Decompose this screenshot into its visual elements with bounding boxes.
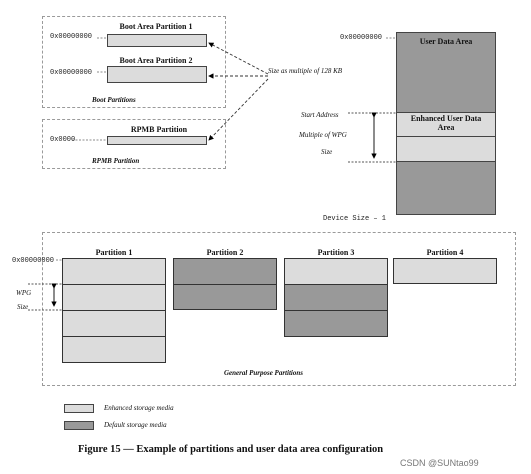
legend-default-swatch [64,421,94,430]
partition-4-label: Partition 4 [426,248,464,257]
partition-3-unit-1 [284,258,388,285]
user-data-area-label: User Data Area [419,37,473,46]
gp-start-address: 0x00000000 [12,257,55,265]
size-note-arrows [208,42,269,141]
general-purpose-partitions-group [42,232,516,386]
partition-1-block [62,258,166,363]
boot-area-partition-2-block [107,66,207,83]
rpmb-partition-group [42,119,226,169]
gp-size-label: Size [17,303,29,311]
boot-partition-1-address: 0x00000000 [50,33,93,41]
legend-enhanced-swatch [64,404,94,413]
general-purpose-partitions-caption: General Purpose Partitions [224,369,303,377]
figure-caption: Figure 15 — Example of partitions and us… [78,444,384,455]
boot-partitions-caption: Boot Partitions [92,96,136,104]
size-multiple-note: Size as multiple of 128 KB [268,67,343,75]
partition-4-unit-1 [393,258,497,284]
legend-default-label: Default storage media [104,421,167,429]
partition-3-label: Partition 3 [317,248,355,257]
partition-2-block [173,258,277,310]
rpmb-partition-caption: RPMB Partition [92,157,140,165]
csdn-watermark: CSDN @SUNtao99 [400,458,479,468]
multiple-of-wpg-label: Multiple of WPG [299,131,347,139]
rpmb-partition-label: RPMB Partition [130,125,188,134]
partition-2-unit-1 [173,258,277,285]
boot-area-partition-1-label: Boot Area Partition 1 [119,22,193,31]
partition-2-unit-2 [173,284,277,310]
user-area-start-address: 0x00000000 [340,34,383,42]
gp-wpg-dimension-marker [28,283,63,311]
boot-partitions-group [42,16,226,108]
uda-size-label: Size [321,148,333,156]
boot-partition-2-address: 0x00000000 [50,69,93,77]
legend-enhanced-label: Enhanced storage media [104,404,174,412]
boot-area-partition-2-label: Boot Area Partition 2 [119,56,193,65]
boot-area-partition-1-block [107,34,207,47]
partition-1-unit-4 [62,336,166,363]
partition-1-label: Partition 1 [95,248,133,257]
device-size-label: Device Size – 1 [323,215,387,223]
enhanced-user-data-area-label: Enhanced User Data Area [410,114,482,132]
enhanced-user-data-area-lower-block [396,136,496,162]
enhanced-user-data-area-block [396,112,496,137]
partition-3-unit-2 [284,284,388,311]
rpmb-partition-block [107,136,207,145]
start-address-label: Start Address [301,111,339,119]
partition-3-block [284,258,388,337]
partition-4-block [393,258,497,284]
partition-2-label: Partition 2 [206,248,244,257]
gp-wpg-label: WPG [16,289,32,297]
rpmb-address: 0x0000 [50,136,76,144]
partition-3-unit-3 [284,310,388,337]
uda-dimension-marker [348,112,396,163]
